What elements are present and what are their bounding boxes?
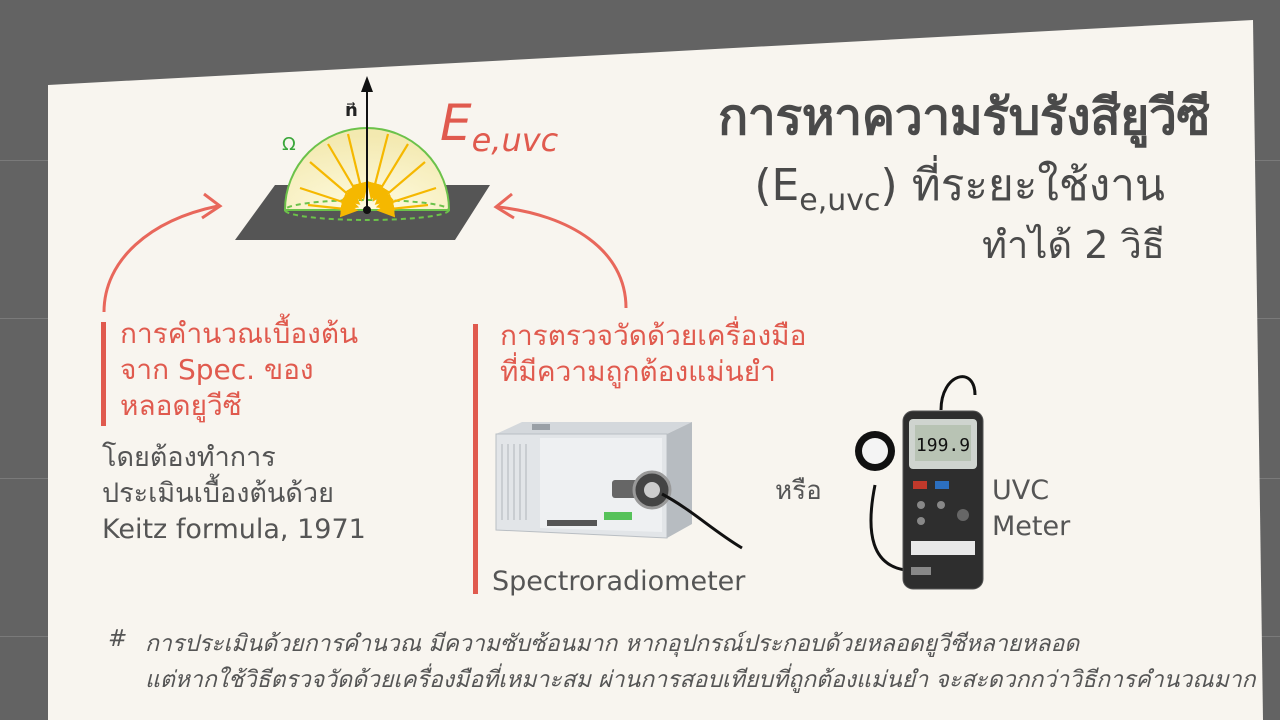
method1-desc-line: Keitz formula, 1971 [102, 514, 366, 545]
right-arrowhead [493, 192, 515, 220]
irradiance-main: E [440, 94, 472, 152]
normal-arrowhead [361, 76, 373, 92]
spectroradiometer-label: Spectroradiometer [492, 566, 746, 597]
left-curved-arrow [102, 204, 219, 313]
method1-accent-bar [101, 322, 106, 426]
method1-description: โดยต้องทำการ ประเมินเบื้องต้นด้วย Keitz … [102, 440, 366, 548]
subtitle-rest: ) ที่ระยะใช้งาน [880, 160, 1165, 211]
measurement-point [363, 206, 371, 214]
left-arrowhead [201, 192, 223, 220]
method1-desc-line: โดยต้องทำการ [102, 442, 276, 473]
right-curved-arrow [497, 205, 628, 309]
method1-heading-line: การคำนวณเบื้องต้น [120, 317, 359, 350]
method2-heading-line: การตรวจวัดด้วยเครื่องมือ [500, 319, 807, 352]
incident-rays [299, 133, 437, 218]
method-arrows [102, 192, 628, 313]
footnote: การประเมินด้วยการคำนวณ มีความซับซ้อนมาก … [145, 626, 1256, 698]
footnote-line: การประเมินด้วยการคำนวณ มีความซับซ้อนมาก … [145, 631, 1080, 657]
method1-heading: การคำนวณเบื้องต้น จาก Spec. ของ หลอดยูวี… [120, 316, 358, 424]
or-label: หรือ [775, 476, 822, 506]
slide-title: การหาความรับรังสียูวีซี [718, 88, 1211, 146]
hemisphere-diagram [235, 76, 490, 240]
spectroradiometer-image [495, 422, 743, 550]
uvc-meter-label-line: UVC [992, 475, 1050, 506]
method2-heading: การตรวจวัดด้วยเครื่องมือ ที่มีความถูกต้อ… [500, 318, 806, 390]
footnote-symbol: # [108, 626, 128, 652]
method1-heading-line: หลอดยูวีซี [120, 389, 242, 422]
meter-display: 199.9 [916, 435, 970, 456]
slide-subtitle-methods: ทำได้ 2 วิธี [981, 223, 1165, 267]
irradiance-symbol: Ee,uvc [440, 94, 558, 159]
method1-desc-line: ประเมินเบื้องต้นด้วย [102, 478, 334, 509]
uvc-meter-label: UVC Meter [992, 473, 1070, 545]
method2-accent-bar [473, 324, 478, 594]
subtitle-open: (E [754, 160, 800, 211]
irradiance-subscript: e,uvc [471, 121, 559, 159]
subtitle-subscript: e,uvc [799, 182, 881, 218]
method2-heading-line: ที่มีความถูกต้องแม่นยำ [500, 355, 776, 388]
footnote-line: แต่หากใช้วิธีตรวจวัดด้วยเครื่องมือที่เหม… [145, 667, 1256, 693]
solid-angle-label: Ω [282, 134, 296, 155]
uvc-meter-image: 199.9 [855, 375, 984, 590]
hemisphere-base [284, 199, 450, 221]
method1-heading-line: จาก Spec. ของ [120, 353, 314, 386]
normal-vector-label: n⃗ [345, 100, 358, 121]
uvc-meter-label-line: Meter [992, 511, 1071, 542]
slide-subtitle: (Ee,uvc) ที่ระยะใช้งาน [600, 150, 1165, 220]
